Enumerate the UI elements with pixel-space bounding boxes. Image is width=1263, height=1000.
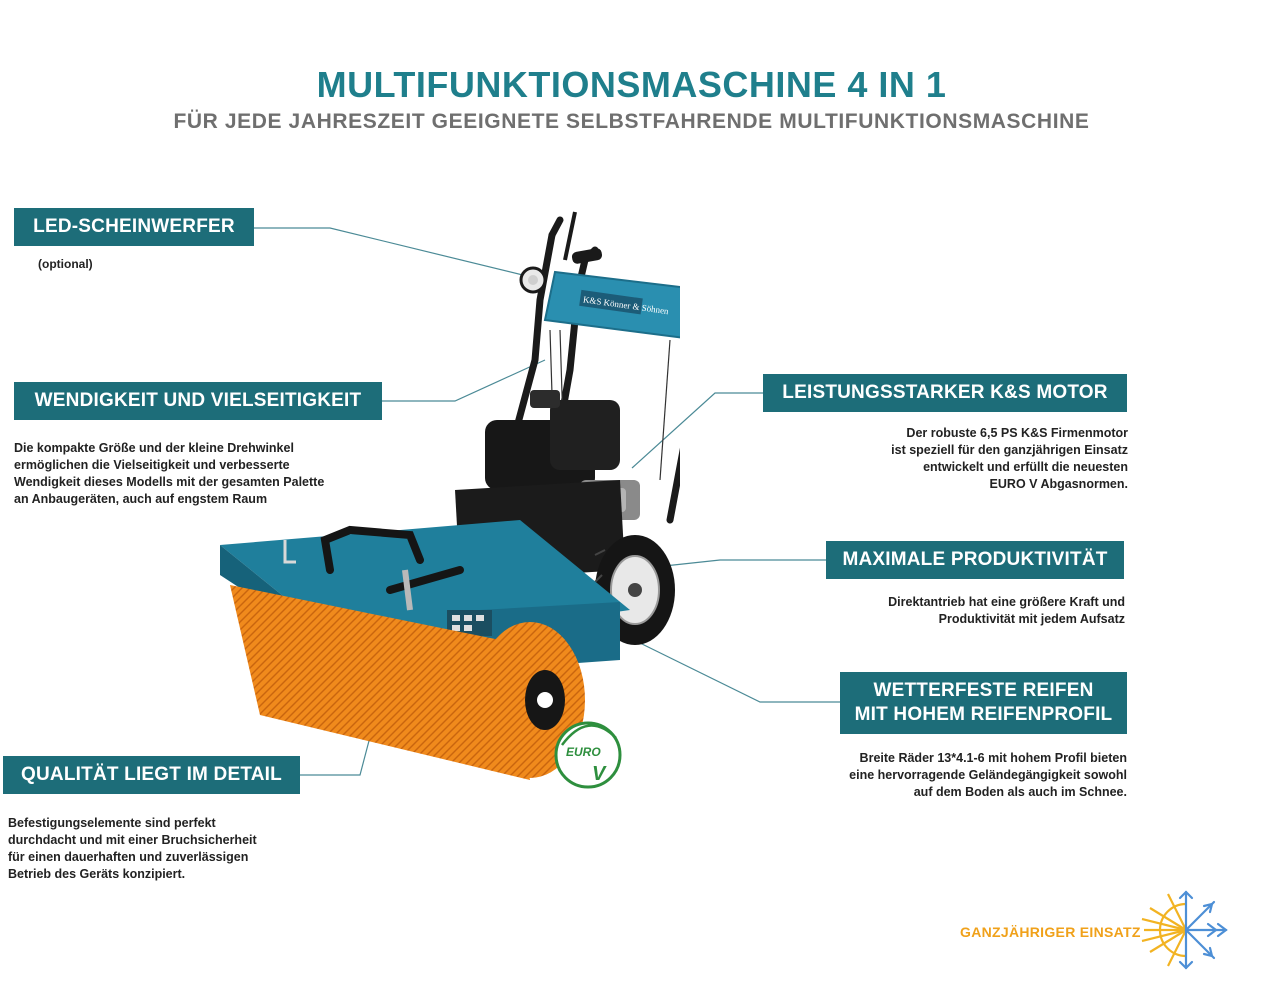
season-icon <box>1141 890 1228 970</box>
led-optional-note: (optional) <box>38 257 93 271</box>
page-subtitle: FÜR JEDE JAHRESZEIT GEEIGNETE SELBSTFAHR… <box>173 110 1090 133</box>
callout-line-motor <box>631 392 763 469</box>
callout-line-tires <box>639 642 840 703</box>
sweeper-machine-illustration: K&S Könner & Söhnen <box>220 211 680 789</box>
agility-label: WENDIGKEIT UND VIELSEITIGKEIT <box>14 382 382 420</box>
engine <box>455 390 640 580</box>
euro-badge-bottom: V <box>592 763 607 785</box>
callout-line-agility <box>382 359 546 402</box>
euro-badge-top: EURO <box>566 745 601 759</box>
tires-description: Breite Räder 13*4.1-6 mit hohem Profil b… <box>849 751 1127 799</box>
euro-v-badge-icon: EURO V <box>554 721 622 789</box>
hand-grips <box>571 248 603 264</box>
agility-description: Die kompakte Größe und der kleine Drehwi… <box>14 441 325 506</box>
callout-line-productivity <box>654 559 826 568</box>
motor-label: LEISTUNGSSTARKER K&S MOTOR <box>763 374 1127 412</box>
quality-description: Befestigungselemente sind perfekt durchd… <box>8 816 257 881</box>
callout-line-led <box>254 227 536 279</box>
season-label: GANZJÄHRIGER EINSATZ <box>960 924 1141 940</box>
quality-label: QUALITÄT LIEGT IM DETAIL <box>3 756 300 794</box>
tires-label: WETTERFESTE REIFEN MIT HOHEM REIFENPROFI… <box>840 672 1127 734</box>
productivity-description: Direktantrieb hat eine größere Kraft und… <box>888 595 1125 626</box>
control-levers <box>563 211 577 261</box>
led-headlight-icon <box>519 266 547 294</box>
motor-description: Der robuste 6,5 PS K&S Firmenmotor ist s… <box>891 426 1128 491</box>
sun-icon <box>1141 893 1187 967</box>
mount-frame <box>320 525 464 594</box>
snowflake-icon <box>1178 890 1228 970</box>
page-title: MULTIFUNKTIONSMASCHINE 4 IN 1 <box>316 64 947 105</box>
led-headlight-label: LED-SCHEINWERFER <box>14 208 254 246</box>
productivity-label: MAXIMALE PRODUKTIVITÄT <box>826 541 1124 579</box>
sweeper-brush <box>230 585 585 780</box>
control-panel: K&S Könner & Söhnen <box>543 270 680 339</box>
